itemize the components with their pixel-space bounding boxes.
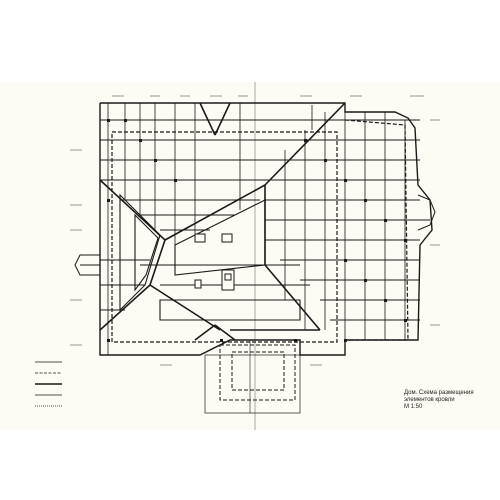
drawing-caption: Дом. Схема размещения элементов кровли М… [404,390,496,411]
hip-frames [119,193,301,321]
chimneys [194,233,235,291]
caption-scale: М 1:50 [404,404,423,410]
rafter-lines [100,119,430,321]
caption-line-2: элементов кровли [404,397,455,403]
eaves-dashed-line [111,119,409,343]
annotation-marks [70,95,440,366]
front-porch [204,340,301,414]
left-dormer [74,254,100,276]
roof-outline [99,102,433,356]
legend-symbols [35,361,62,407]
right-dormer [417,194,436,231]
post-markers [107,119,407,342]
caption-line-1: Дом. Схема размещения [404,390,474,396]
